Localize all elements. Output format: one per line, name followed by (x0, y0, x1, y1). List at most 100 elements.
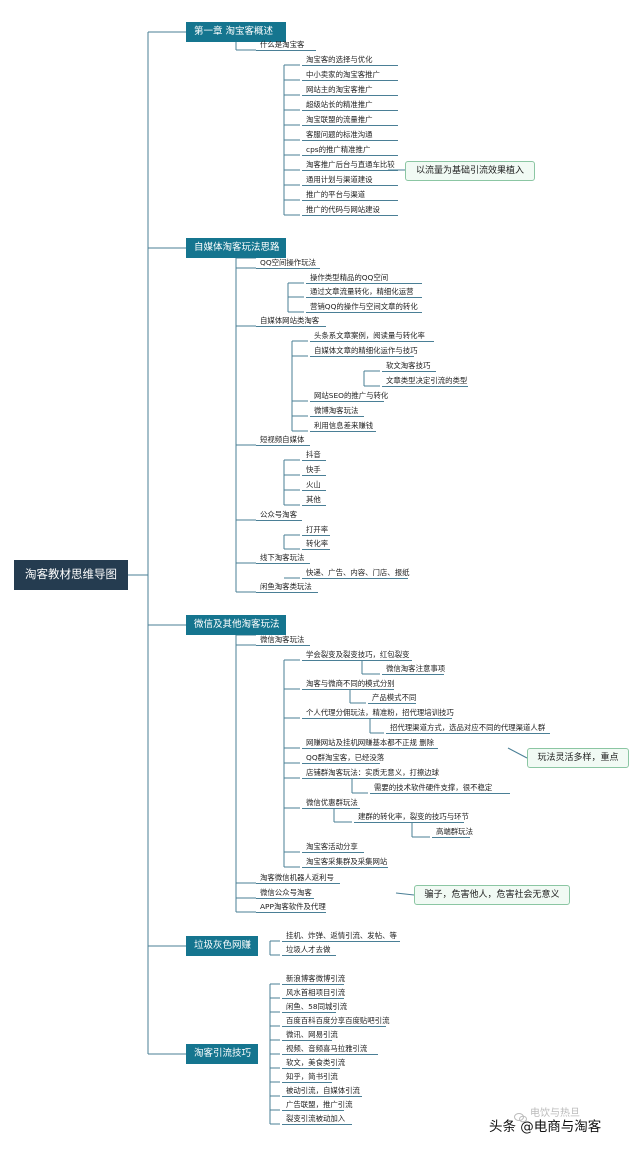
grey-item[interactable]: 挂机、炸弹、返情引流、发帖、等 (286, 931, 397, 940)
qq-item[interactable]: 通过文章流量转化，精细化运营 (310, 287, 414, 296)
node-underline (256, 268, 320, 269)
chapter-node-wechat[interactable]: 微信及其他淘客玩法 (186, 615, 286, 635)
node-underline (282, 1012, 336, 1013)
wechat-item[interactable]: 个人代理分佣玩法，精准粉，招代理培训技巧 (306, 708, 454, 717)
node-underline (354, 822, 464, 823)
node-underline (282, 941, 400, 942)
grey-item[interactable]: 垃圾人才去做 (286, 945, 331, 954)
ch1-item[interactable]: 通用计划与渠道建设 (306, 175, 373, 184)
wechat-item[interactable]: 产品模式不同 (372, 693, 417, 702)
wechat-item[interactable]: 建群的转化率，裂变的技巧与环节 (358, 812, 469, 821)
qq-space-node[interactable]: QQ空间操作玩法 (260, 258, 316, 267)
node-underline (302, 475, 326, 476)
xianyu-node[interactable]: 闲鱼淘客类玩法 (260, 582, 312, 591)
official-account-node[interactable]: 公众号淘客 (260, 510, 297, 519)
ch1-item[interactable]: 中小卖家的淘宝客推广 (306, 70, 380, 79)
wechat-item[interactable]: 淘客与微商不同的模式分别 (306, 679, 395, 688)
ch1-item[interactable]: 网站主的淘宝客推广 (306, 85, 373, 94)
wechat-item[interactable]: 学会裂变及裂变技巧，红包裂变 (306, 650, 410, 659)
video-item[interactable]: 其他 (306, 495, 321, 504)
wechat-item[interactable]: 淘宝客采集群及采集网站 (306, 857, 388, 866)
traffic-item[interactable]: 被动引流，自媒体引流 (286, 1086, 360, 1095)
traffic-item[interactable]: 闲鱼、58同城引流 (286, 1002, 348, 1011)
root-node[interactable]: 淘客教材思维导图 (14, 560, 128, 590)
node-underline (302, 578, 408, 579)
node-underline (256, 912, 326, 913)
short-video-node[interactable]: 短视频自媒体 (260, 435, 305, 444)
traffic-item[interactable]: 视频、音频喜马拉雅引流 (286, 1044, 368, 1053)
node-underline (368, 703, 416, 704)
gzh-item[interactable]: 转化率 (306, 539, 329, 548)
wechat-node[interactable]: 微信淘客玩法 (260, 635, 305, 644)
wechat-item[interactable]: 微信淘客注意事项 (386, 664, 446, 673)
traffic-item[interactable]: 知乎，简书引流 (286, 1072, 338, 1081)
site-item[interactable]: 利用信息差来赚钱 (314, 421, 374, 430)
ch1-item[interactable]: 客服问题的标准沟通 (306, 130, 373, 139)
wechat-item[interactable]: 高端群玩法 (436, 827, 473, 836)
node-underline (432, 837, 470, 838)
note-traffic: 以流量为基础引流效果植入 (405, 161, 535, 181)
video-item[interactable]: 抖音 (306, 450, 321, 459)
ch1-item[interactable]: 淘宝联盟的流量推广 (306, 115, 373, 124)
traffic-item[interactable]: 微讯、网易引流 (286, 1030, 338, 1039)
node-underline (382, 674, 444, 675)
wechat-item[interactable]: 店铺群淘客玩法：实质无意义，打擦边球 (306, 768, 440, 777)
ch1-item[interactable]: 推广的代码与网站建设 (306, 205, 380, 214)
wechat-item[interactable]: 需要的技术软件硬件支撑，很不稳定 (374, 783, 493, 792)
qq-item[interactable]: 操作类型精品的QQ空间 (310, 273, 389, 282)
video-item[interactable]: 快手 (306, 465, 321, 474)
node-underline (256, 563, 310, 564)
traffic-item[interactable]: 软文，美食类引流 (286, 1058, 346, 1067)
site-item[interactable]: 网站SEO的推广与转化 (314, 391, 389, 400)
chapter-node-grey[interactable]: 垃圾灰色网赚 (186, 936, 258, 956)
site-item[interactable]: 文章类型决定引流的类型 (386, 376, 468, 385)
offline-node[interactable]: 线下淘客玩法 (260, 553, 305, 562)
ch1-item[interactable]: 淘客推广后台与直通车比较 (306, 160, 395, 169)
wechat-item[interactable]: 微信优惠群玩法 (306, 798, 358, 807)
ch1-item[interactable]: cps的推广精准推广 (306, 145, 371, 154)
wechat-robot-node[interactable]: 淘客微信机器人返利号 (260, 873, 334, 882)
ch1-item[interactable]: 超级站长的精准推广 (306, 100, 373, 109)
traffic-item[interactable]: 新浪博客微博引流 (286, 974, 346, 983)
node-underline (386, 733, 550, 734)
node-underline (302, 867, 388, 868)
video-item[interactable]: 火山 (306, 480, 321, 489)
node-underline (282, 1082, 332, 1083)
node-underline (282, 1054, 378, 1055)
wechat-item[interactable]: QQ群淘宝客，已经没落 (306, 753, 385, 762)
traffic-item[interactable]: 风水首相项目引流 (286, 988, 346, 997)
site-item[interactable]: 软文淘客技巧 (386, 361, 431, 370)
node-underline (302, 748, 438, 749)
wechat-official-node[interactable]: 微信公众号淘客 (260, 888, 312, 897)
wechat-item[interactable]: 招代理渠道方式，选品对应不同的代理渠道人群 (390, 723, 546, 732)
gzh-item[interactable]: 打开率 (306, 525, 329, 534)
connector (395, 892, 415, 896)
ch1-item[interactable]: 推广的平台与渠道 (306, 190, 366, 199)
traffic-item[interactable]: 百度百科百度分享百度贴吧引流 (286, 1016, 390, 1025)
node-underline (282, 1068, 340, 1069)
chapter-node-media[interactable]: 自媒体淘客玩法思路 (186, 238, 286, 258)
node-underline (302, 549, 330, 550)
site-item[interactable]: 微博淘客玩法 (314, 406, 359, 415)
app-node[interactable]: APP淘客软件及代理 (260, 902, 326, 911)
node-underline (282, 1026, 386, 1027)
traffic-item[interactable]: 裂变引流被动加入 (286, 1114, 346, 1123)
node-underline (302, 110, 398, 111)
traffic-item[interactable]: 广告联盟，推广引流 (286, 1100, 353, 1109)
media-site-node[interactable]: 自媒体网站类淘客 (260, 316, 320, 325)
node-underline (282, 1096, 362, 1097)
what-is-taobaoke-node[interactable]: 什么是淘宝客 (260, 40, 305, 49)
node-underline (302, 185, 398, 186)
qq-item[interactable]: 营销QQ的操作与空间文章的转化 (310, 302, 418, 311)
site-item[interactable]: 自媒体文章的精细化运作与技巧 (314, 346, 418, 355)
offline-item[interactable]: 快递、广告、内容、门店、报纸 (306, 568, 410, 577)
ch1-item[interactable]: 淘宝客的选择与优化 (306, 55, 373, 64)
node-underline (302, 778, 436, 779)
node-underline (256, 50, 316, 51)
chapter-node-overview[interactable]: 第一章 淘宝客概述 (186, 22, 286, 42)
node-underline (302, 808, 360, 809)
chapter-node-traffic[interactable]: 淘客引流技巧 (186, 1044, 258, 1064)
wechat-item[interactable]: 淘宝客活动分享 (306, 842, 358, 851)
wechat-item[interactable]: 网赚网站及挂机网赚基本都不正规 删除 (306, 738, 434, 747)
site-item[interactable]: 头条系文章案例，阅读量与转化率 (314, 331, 425, 340)
